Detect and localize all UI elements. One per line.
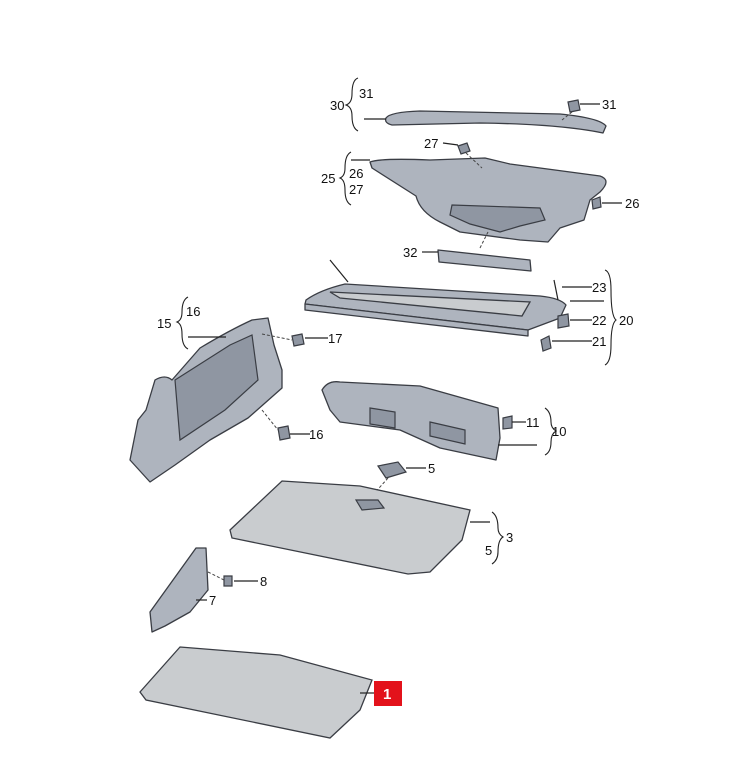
part-10-sill-trim[interactable] (321, 381, 501, 461)
highlight-box (374, 681, 402, 706)
callout-27[interactable]: 27 (424, 136, 438, 151)
callout-1[interactable]: 1 (383, 686, 391, 703)
part-1-floor-mat[interactable] (139, 646, 373, 739)
callout-11[interactable]: 11 (526, 415, 540, 430)
part-23-strap[interactable] (329, 259, 349, 283)
callout-16[interactable]: 16 (309, 427, 323, 442)
callout-32[interactable]: 32 (403, 245, 417, 260)
part-27-clip[interactable] (457, 142, 471, 155)
callout-10[interactable]: 10 (552, 424, 566, 439)
callout-15-16[interactable]: 16 (186, 304, 200, 319)
part-17-screw[interactable] (291, 333, 305, 347)
part-31-clip[interactable] (567, 99, 581, 113)
part-7-bracket[interactable] (149, 547, 209, 633)
callout-3[interactable]: 3 (506, 530, 513, 545)
callout-22[interactable]: 22 (592, 313, 606, 328)
part-22-clip[interactable] (557, 313, 570, 329)
part-3-floor-cover[interactable] (229, 480, 471, 575)
callout-8[interactable]: 8 (260, 574, 267, 589)
callout-25[interactable]: 25 (321, 171, 335, 186)
callout-5[interactable]: 5 (428, 461, 435, 476)
callout-30[interactable]: 30 (330, 98, 344, 113)
callout-20[interactable]: 20 (619, 313, 633, 328)
part-26-clip[interactable] (591, 196, 602, 210)
callout-21[interactable]: 21 (592, 334, 606, 349)
part-11-clip[interactable] (502, 415, 513, 430)
part-32-strip[interactable] (437, 249, 532, 272)
callout-7[interactable]: 7 (209, 593, 216, 608)
part-21-clip[interactable] (540, 335, 552, 352)
callout-1-highlighted[interactable]: 1 (374, 681, 402, 706)
part-5-handle[interactable] (377, 461, 408, 479)
callout-23[interactable]: 23 (592, 280, 606, 295)
callout-25-27[interactable]: 27 (349, 182, 363, 197)
part-8-screw[interactable] (223, 575, 233, 587)
part-16-grommet[interactable] (277, 425, 291, 441)
callout-31[interactable]: 31 (602, 97, 616, 112)
part-25-tailgate-panel[interactable] (369, 157, 607, 243)
callout-26[interactable]: 26 (625, 196, 639, 211)
callout-30-31[interactable]: 31 (359, 86, 373, 101)
callout-15[interactable]: 15 (157, 316, 171, 331)
callout-3-5[interactable]: 5 (485, 543, 492, 558)
callout-17[interactable]: 17 (328, 331, 342, 346)
callout-25-26[interactable]: 26 (349, 166, 363, 181)
part-30-trim-strip[interactable] (384, 110, 607, 134)
